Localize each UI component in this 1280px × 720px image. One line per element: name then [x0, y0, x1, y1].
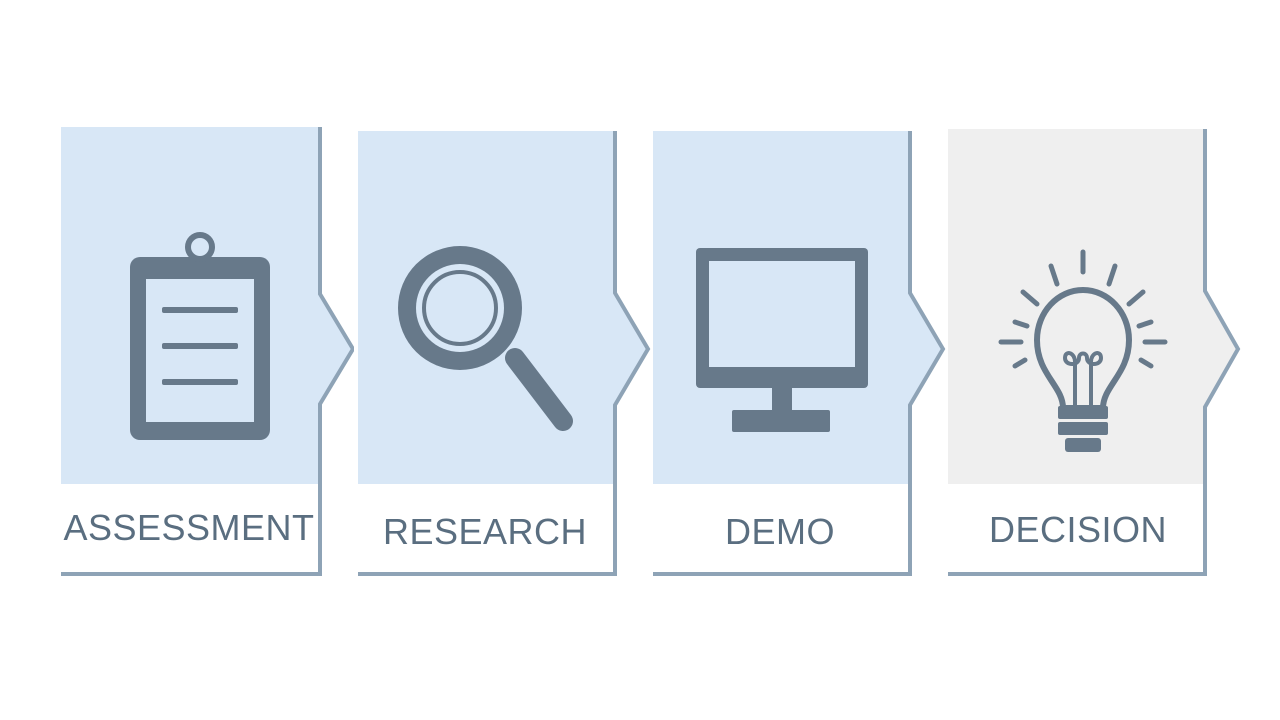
panel-fill	[948, 129, 1238, 484]
step-research: RESEARCH	[354, 128, 655, 588]
clipboard-icon	[130, 232, 270, 440]
step-frame	[948, 129, 1241, 576]
lightbulb-icon	[998, 249, 1168, 452]
monitor-icon	[696, 248, 868, 432]
step-assessment: ASSESSMENT	[58, 124, 358, 584]
magnifier-icon	[398, 246, 573, 431]
step-label-demo: DEMO	[725, 511, 835, 552]
step-label-assessment: ASSESSMENT	[63, 507, 315, 548]
step-label-research: RESEARCH	[382, 511, 588, 552]
step-label-decision: DECISION	[988, 509, 1168, 550]
step-decision: DECISION	[945, 126, 1245, 586]
step-demo: DEMO	[650, 128, 950, 588]
